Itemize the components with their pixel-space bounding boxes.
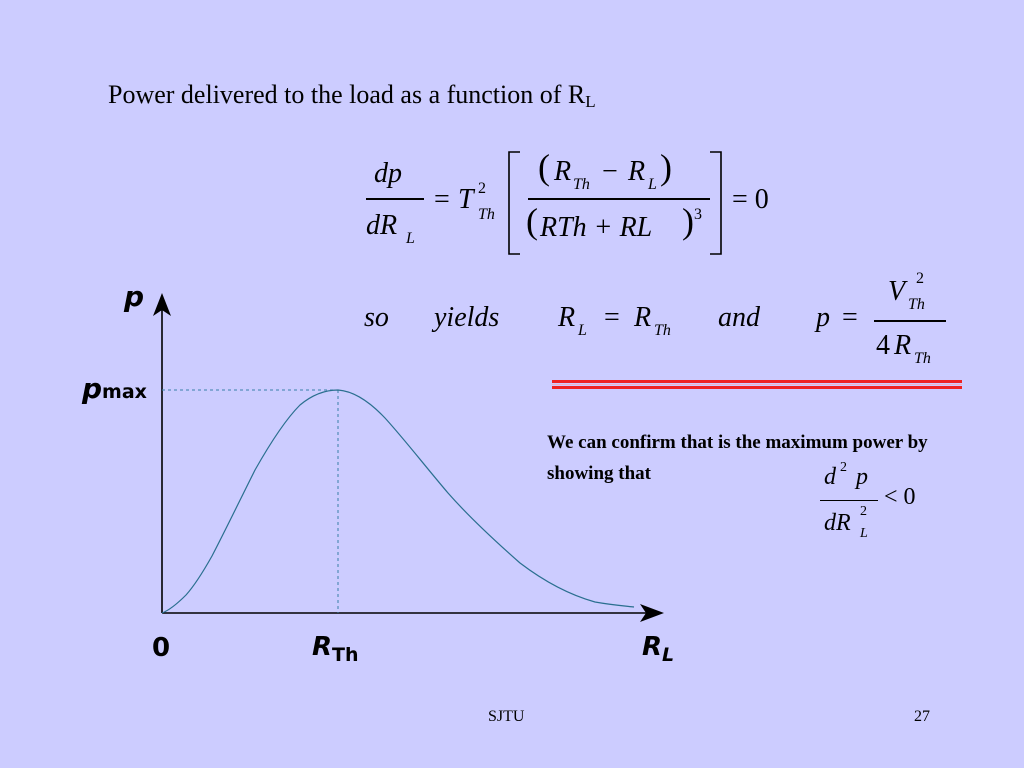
eq3-num-d: d: [824, 464, 836, 490]
eq3-den-dr: dR: [824, 510, 851, 536]
eq2-den-sub: Th: [914, 350, 931, 367]
pmax-label-main: p: [82, 372, 103, 405]
rth-axis-label: RTh: [312, 632, 359, 666]
eq2-v: V: [888, 276, 906, 307]
eq2-so: so: [364, 302, 389, 333]
eq2-rth: R: [634, 302, 652, 333]
eq3-fraction-bar: [820, 500, 878, 502]
pmax-label: pmax: [82, 372, 147, 405]
eq2-rl-sub: L: [578, 322, 587, 339]
eq1-t: T: [458, 184, 474, 215]
rl-axis-label: RL: [642, 632, 674, 666]
eq1-num-r1-sub: Th: [573, 176, 590, 193]
highlight-underline-pink: [552, 384, 962, 385]
second-derivative-equation: d 2 p dR 2 L < 0: [818, 460, 938, 552]
eq2-v-sup: 2: [916, 270, 924, 287]
eq1-minus: −: [602, 156, 618, 187]
eq1-t-sub: Th: [478, 206, 495, 223]
eq2-eq: =: [604, 302, 620, 333]
eq2-den-coef: 4: [876, 330, 890, 361]
eq1-den-sub: L: [406, 230, 415, 247]
eq2-rl: R: [558, 302, 576, 333]
eq1-num-r2-sub: L: [648, 176, 657, 193]
origin-label: 0: [152, 633, 171, 663]
slide-title: Power delivered to the load as a functio…: [108, 80, 596, 111]
rth-axis-label-main: R: [312, 632, 333, 662]
eq3-den-sup: 2: [860, 504, 867, 519]
highlight-underline-red-2: [552, 386, 962, 389]
eq1-bracket-fraction-bar: [528, 198, 710, 200]
footer-org: SJTU: [488, 708, 525, 725]
x-axis-arrow-icon: [640, 604, 664, 622]
eq1-num: dp: [374, 158, 402, 189]
eq1-result: = 0: [732, 184, 769, 215]
eq1-equals: =: [434, 184, 450, 215]
eq1-num-r1: R: [554, 156, 572, 187]
eq2-den-r: R: [894, 330, 912, 361]
highlight-underline-red: [552, 380, 962, 383]
eq1-num-r2: R: [628, 156, 646, 187]
rl-axis-label-main: R: [642, 632, 663, 662]
eq1-right-bracket: [710, 151, 722, 255]
eq1-left-bracket: [508, 151, 520, 255]
eq1-den-sup: 3: [694, 206, 702, 223]
eq2-peq: =: [842, 302, 858, 333]
eq1-den-paren-close: ): [682, 201, 694, 241]
confirm-text: We can confirm that is the maximum power…: [547, 432, 928, 484]
eq3-rel: < 0: [884, 484, 916, 510]
eq1-paren-close: ): [660, 147, 672, 187]
eq3-den-sub: L: [860, 526, 868, 541]
eq2-and: and: [718, 302, 760, 333]
result-equation: so yields R L = R Th and p = V 2 Th 4 R …: [360, 270, 960, 380]
eq3-num-sup: 2: [840, 460, 847, 475]
eq1-den: dR: [366, 210, 398, 241]
eq2-yields: yields: [434, 302, 500, 333]
y-axis-label: p: [124, 280, 145, 313]
pmax-label-sub: max: [102, 381, 147, 403]
eq2-p: p: [816, 302, 830, 333]
y-axis-arrow-icon: [153, 293, 171, 316]
eq3-num-p: p: [856, 464, 868, 490]
slide-number: 27: [914, 708, 930, 725]
eq2-v-sub: Th: [908, 296, 925, 313]
title-subscript: L: [585, 92, 596, 111]
eq2-fraction-bar: [874, 320, 946, 322]
derivative-equation: dp dR L = T 2 Th ( R Th − R L ) ( RTh + …: [360, 147, 800, 260]
eq1-den-paren-open: (: [526, 201, 538, 241]
eq1-t-sup: 2: [478, 180, 486, 197]
power-curve: [161, 389, 635, 614]
rl-axis-label-sub: L: [662, 644, 675, 666]
rth-axis-label-sub: Th: [332, 644, 359, 666]
eq1-den-expr: RTh + RL: [540, 212, 653, 243]
eq1-fraction-bar: [366, 198, 424, 200]
eq1-paren-open: (: [538, 147, 550, 187]
eq2-rth-sub: Th: [654, 322, 671, 339]
